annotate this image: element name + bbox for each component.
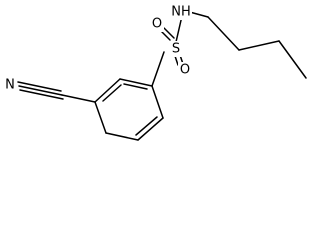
o-bottom-label-bg <box>178 62 192 78</box>
bond-ring-2 <box>137 117 164 141</box>
bond-ring-6 <box>119 78 153 87</box>
atom-labels: NH S O O N <box>3 4 192 93</box>
o-bottom-label: O <box>180 63 190 78</box>
bond-s-o-left-b <box>163 27 175 39</box>
bond-s-o-bottom-a <box>174 55 179 66</box>
n-nitrile-label: N <box>5 78 15 93</box>
bond-c3-c4 <box>278 40 307 79</box>
bond-group <box>17 10 307 141</box>
o-left-label: O <box>152 17 162 32</box>
bond-ring-3 <box>105 132 139 141</box>
n-nitrile-label-bg <box>3 77 17 93</box>
bond-ring-inner-3 <box>123 83 148 90</box>
bond-ring-inner-1 <box>135 116 158 136</box>
bond-s-ring <box>151 51 165 87</box>
bond-ring-5 <box>94 78 121 103</box>
s-label: S <box>172 42 180 57</box>
bond-cn-triple-c <box>19 89 64 100</box>
bond-ring-4 <box>94 101 107 134</box>
s-label-bg <box>169 41 184 57</box>
bond-ring-1 <box>151 85 164 119</box>
sulfonamide-structure: NH S O O N <box>3 4 307 141</box>
bond-c1-c2 <box>207 16 240 51</box>
bond-c2-c3 <box>238 40 280 51</box>
bond-s-nh <box>175 15 183 43</box>
bond-ring-inner-2 <box>102 84 122 102</box>
bond-cn-triple-a <box>18 85 63 96</box>
nh-label-bg <box>170 4 192 20</box>
bond-ring-cn <box>61 94 96 103</box>
nh-label: NH <box>171 5 191 20</box>
bond-cn-triple-b <box>17 81 62 92</box>
o-left-label-bg <box>150 16 164 32</box>
